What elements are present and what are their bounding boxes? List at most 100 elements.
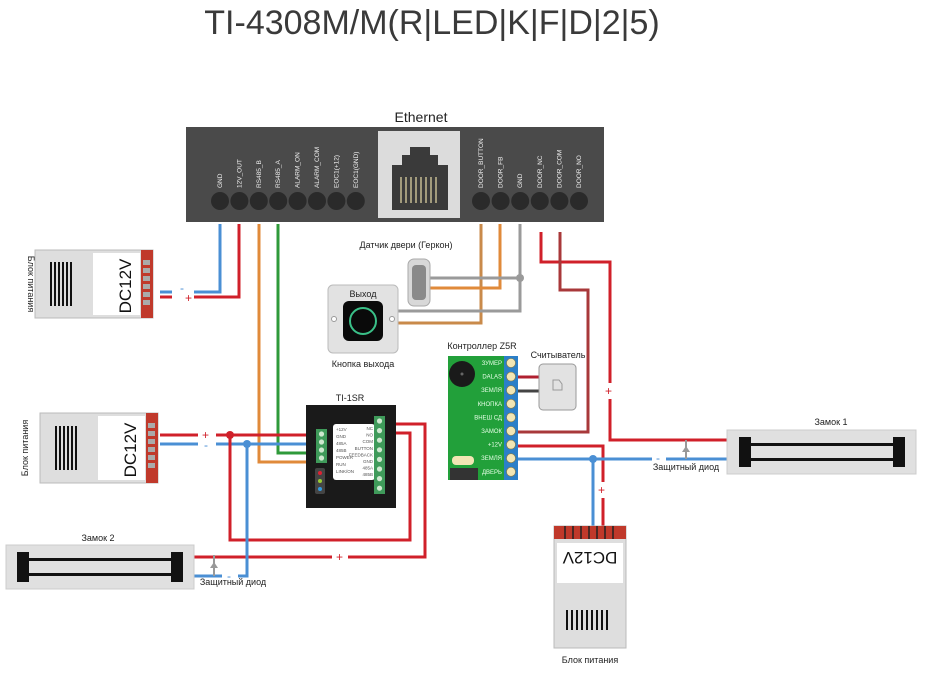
psu-bottom-label: Блок питания bbox=[562, 655, 619, 665]
ti1sr-right-label: COM bbox=[363, 439, 374, 444]
controller-z5r: Контроллер Z5R ЗУМЕРDALASЗЕМЛЯКНОПКАВНЕШ… bbox=[447, 341, 518, 480]
sign-minus-mid: - bbox=[204, 438, 208, 452]
sign-plus-mid: + bbox=[202, 428, 209, 442]
controller-terminal-label: ЗЕМЛЯ bbox=[481, 456, 502, 462]
left-pin-label: EOC1(+12) bbox=[333, 155, 340, 188]
ti1sr-right-screw[interactable] bbox=[376, 447, 383, 453]
ti1sr-left-label: 485A bbox=[336, 441, 347, 446]
psu-mid-label-panel bbox=[98, 416, 145, 480]
right-terminal[interactable] bbox=[511, 192, 530, 210]
lock-1: Замок 1 Защитный диод bbox=[653, 417, 917, 475]
ti1sr-left-label: POWER bbox=[336, 455, 354, 460]
ti1sr-left-screw[interactable] bbox=[318, 431, 325, 437]
ethernet-label: Ethernet bbox=[395, 109, 448, 125]
controller-screw-terminal[interactable] bbox=[506, 412, 516, 423]
left-terminal[interactable] bbox=[211, 192, 229, 210]
ti1sr-left-label: LINK/ON bbox=[336, 469, 354, 474]
lock2-diode-label: Защитный диод bbox=[200, 577, 267, 587]
door-sensor-reed-icon bbox=[412, 265, 426, 300]
reader: Считыватель bbox=[531, 350, 586, 411]
controller-screw-terminal[interactable] bbox=[506, 398, 516, 409]
controller-screw-terminal[interactable] bbox=[506, 453, 516, 464]
screw-icon bbox=[389, 316, 395, 322]
wire-door-nc bbox=[539, 232, 740, 442]
left-terminal[interactable] bbox=[269, 192, 288, 210]
wire-door-button bbox=[396, 224, 483, 325]
controller-screw-terminal[interactable] bbox=[506, 466, 516, 477]
left-terminal[interactable] bbox=[230, 192, 249, 210]
psu-top-vent-icon bbox=[50, 262, 72, 306]
controller-screw-terminal[interactable] bbox=[506, 426, 516, 436]
right-terminal[interactable] bbox=[491, 192, 510, 210]
exit-button: Выход Кнопка выхода bbox=[327, 284, 399, 369]
left-terminal[interactable] bbox=[346, 192, 365, 210]
controller-screw-terminal[interactable] bbox=[506, 385, 516, 396]
right-terminal[interactable] bbox=[472, 192, 490, 210]
wire-relay-loop bbox=[228, 431, 412, 542]
psu-bottom-terminal-strip bbox=[554, 526, 626, 539]
ti1sr-right-screw[interactable] bbox=[376, 456, 383, 462]
ti1sr-right-label: NC bbox=[367, 426, 374, 431]
ti1sr-left-label: +12V bbox=[336, 427, 347, 432]
right-pin-label: DOOR_FB bbox=[498, 157, 505, 188]
psu-mid-vent-icon bbox=[55, 426, 77, 470]
door-sensor: Датчик двери (Геркон) bbox=[360, 240, 452, 307]
controller-terminal-label: +12V bbox=[488, 443, 502, 449]
psu-top-label-panel bbox=[93, 253, 140, 315]
ti1sr-right-screw[interactable] bbox=[376, 418, 383, 424]
left-terminal[interactable] bbox=[288, 192, 307, 210]
psu-mid: DC12V Блок питания bbox=[20, 412, 159, 484]
lock1-diode-label: Защитный диод bbox=[653, 462, 720, 472]
ti1sr-left-screw[interactable] bbox=[318, 447, 325, 453]
sign-plus-nc: + bbox=[605, 384, 612, 398]
ti1sr-right-screw[interactable] bbox=[376, 485, 383, 491]
psu-mid-label: Блок питания bbox=[20, 420, 30, 477]
wire-lock2-minus bbox=[190, 444, 249, 578]
led-power-icon bbox=[318, 471, 322, 475]
exit-button-pad[interactable] bbox=[343, 301, 383, 341]
controller-screw-terminal[interactable] bbox=[506, 371, 516, 382]
ti1sr-left-screw[interactable] bbox=[318, 455, 325, 461]
ti1sr-right-label: NO bbox=[366, 433, 373, 438]
junction-gray bbox=[516, 274, 524, 282]
ti1sr-label: TI-1SR bbox=[336, 393, 365, 403]
psu-bottom: DC12V Блок питания bbox=[553, 525, 627, 665]
ti1sr-left-screw[interactable] bbox=[318, 439, 325, 445]
ti1sr-left-label: RUN bbox=[336, 462, 346, 467]
controller-terminal-label: ЗУМЕР bbox=[482, 361, 502, 367]
wire-rs485-a bbox=[276, 224, 318, 455]
left-terminal[interactable] bbox=[327, 192, 346, 210]
screw-icon bbox=[331, 316, 337, 322]
left-pin-label: RS485_A bbox=[275, 160, 282, 188]
right-terminal[interactable] bbox=[530, 192, 549, 210]
exit-button-ring-icon bbox=[349, 307, 377, 335]
right-terminal[interactable] bbox=[550, 192, 569, 210]
junction-blue-z5r bbox=[589, 455, 597, 463]
ti1sr-right-screw[interactable] bbox=[376, 466, 383, 472]
diagram-title: TI-4308M/M(R|LED|K|F|D|2|5) bbox=[204, 4, 659, 42]
ti1sr-right-screw[interactable] bbox=[376, 428, 383, 434]
controller-screw-terminal[interactable] bbox=[506, 439, 516, 450]
ti1sr-right-screw[interactable] bbox=[376, 476, 383, 482]
ethernet-contacts bbox=[400, 177, 437, 203]
left-pin-label: ALARM_COM bbox=[314, 147, 321, 188]
controller-screw-terminal[interactable] bbox=[506, 358, 516, 368]
wire-rs485-b bbox=[257, 224, 318, 464]
controller-terminal-label: ВНЕШ СД bbox=[474, 415, 502, 421]
ti1sr-right-label: FEEDBACK bbox=[349, 452, 373, 457]
left-terminal[interactable] bbox=[308, 192, 326, 210]
left-terminal[interactable] bbox=[249, 192, 268, 210]
ti1sr-right-screw[interactable] bbox=[376, 437, 383, 443]
right-terminal[interactable] bbox=[570, 192, 588, 210]
wire-door-com bbox=[518, 232, 590, 434]
wire-z5r-12v bbox=[518, 444, 605, 528]
left-pin-label: GND bbox=[217, 173, 224, 188]
left-pin-label: ALARM_ON bbox=[295, 152, 302, 188]
exit-button-face-label: Выход bbox=[350, 289, 378, 299]
ti1sr-right-label: 485A bbox=[362, 466, 373, 471]
controller-terminal-label: ДВЕРЬ bbox=[482, 470, 502, 476]
wire-door-fb bbox=[430, 224, 502, 290]
wire-gnd-gray bbox=[396, 224, 522, 313]
